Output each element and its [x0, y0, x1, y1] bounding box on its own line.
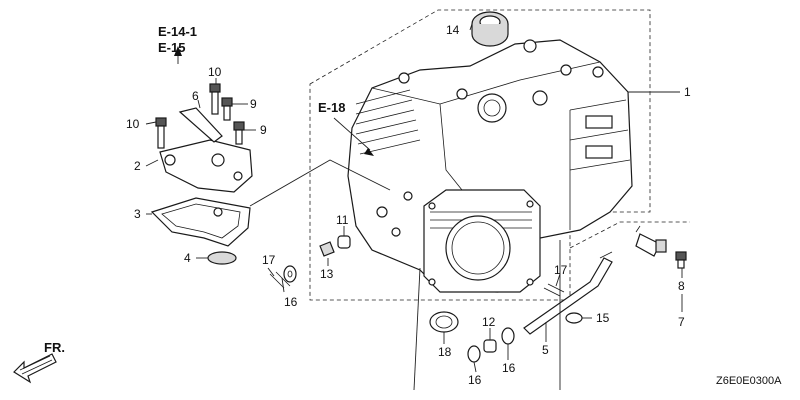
callout-13: 13 [320, 267, 334, 281]
callout-17-left: 17 [262, 253, 276, 267]
reference-e18: E-18 [318, 100, 345, 115]
assembly-boundary [309, 9, 690, 301]
washer-bottom-left [467, 345, 481, 363]
leader-lines [145, 23, 683, 391]
callout-2: 2 [134, 159, 141, 173]
nut [319, 241, 335, 257]
front-direction-arrow: FR. [13, 340, 65, 384]
callout-3: 3 [134, 207, 141, 221]
callout-18: 18 [438, 345, 452, 359]
switch-screw [675, 251, 687, 269]
callout-1: 1 [684, 85, 691, 99]
drawing-code: Z6E0E0300A [716, 375, 782, 387]
washer-left [283, 265, 297, 283]
callout-9-upper: 9 [250, 97, 257, 111]
bolt-9-upper [221, 97, 233, 121]
callout-10-top: 10 [208, 65, 222, 79]
callout-16-bottom-right: 16 [502, 361, 516, 375]
callout-16-left: 16 [284, 295, 298, 309]
ball-bearing [429, 311, 459, 333]
dowel-pin [337, 235, 351, 249]
callout-17-right: 17 [554, 263, 568, 277]
reference-e14-1: E-14-1 [158, 24, 197, 39]
breather-gasket [150, 197, 251, 247]
callout-14: 14 [446, 23, 460, 37]
o-ring [565, 312, 583, 324]
bolt-10-left [155, 117, 167, 149]
callout-5: 5 [542, 343, 549, 357]
front-direction-label: FR. [44, 340, 65, 355]
callout-8: 8 [678, 279, 685, 293]
shaft-cap [483, 339, 497, 353]
breather-plate [178, 107, 223, 143]
governor-rod [523, 251, 613, 335]
clip-right [543, 283, 565, 297]
bolt-9-lower [233, 121, 245, 145]
callout-4: 4 [184, 251, 191, 265]
cylinder-barrel [347, 39, 633, 293]
oil-switch [635, 225, 667, 257]
washer-bottom-right [501, 327, 515, 345]
callout-9-lower: 9 [260, 123, 267, 137]
reference-arrows [174, 46, 374, 156]
breather-cover [159, 139, 253, 193]
callout-12: 12 [482, 315, 496, 329]
callout-15: 15 [596, 311, 610, 325]
callout-7: 7 [678, 315, 685, 329]
callout-10-left: 10 [126, 117, 140, 131]
callout-11: 11 [336, 213, 349, 227]
clip-left [269, 271, 291, 289]
callout-6: 6 [192, 89, 199, 103]
callout-16-bottom-left: 16 [468, 373, 482, 387]
breather-plug [207, 251, 237, 265]
bolt-10-top [209, 83, 221, 115]
oil-seal [471, 11, 509, 47]
reference-e15: E-15 [158, 40, 185, 55]
